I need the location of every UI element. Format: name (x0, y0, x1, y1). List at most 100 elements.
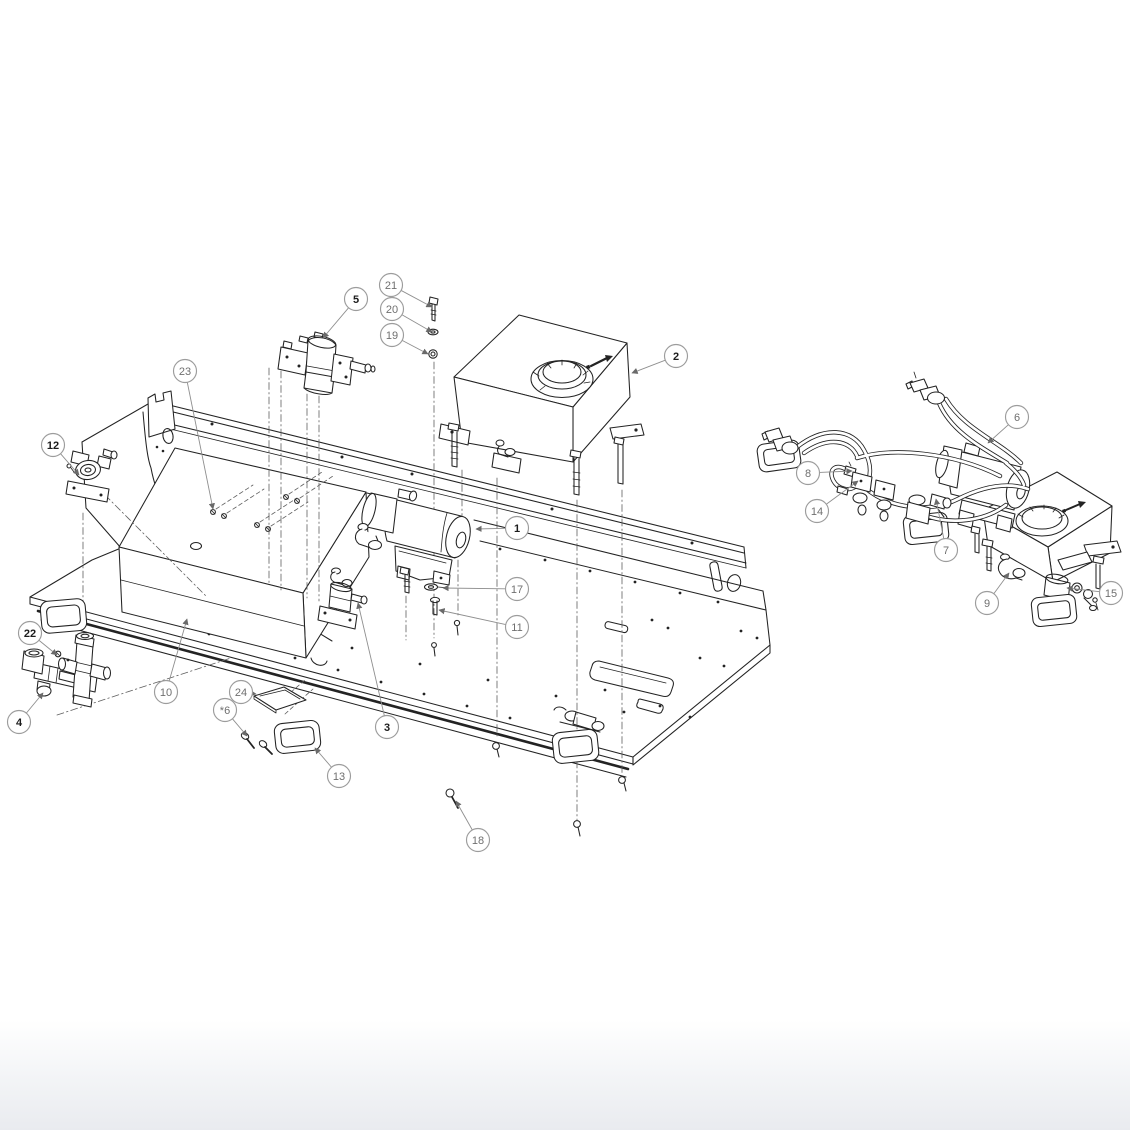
leader-line (438, 608, 506, 625)
callout-6: 6 (987, 404, 1030, 444)
balloon-number: 15 (1105, 588, 1117, 600)
callout-2: 2 (631, 343, 689, 374)
reservoir-tank (438, 314, 645, 496)
leader-line (356, 602, 385, 716)
harness-assembly (756, 371, 1122, 628)
balloon-circle (504, 576, 530, 602)
balloon-circle (1004, 404, 1030, 430)
pump-fasteners (399, 566, 461, 657)
deck (29, 547, 771, 778)
leader-line (314, 747, 332, 768)
leader-line (987, 424, 1009, 444)
callout-17: 17 (442, 576, 530, 602)
callout-3: 3 (356, 602, 400, 740)
leader-line (401, 339, 429, 355)
balloon-circle (17, 620, 43, 646)
callout-13: 13 (314, 747, 352, 789)
connector-left (761, 427, 799, 455)
washer-20 (427, 328, 439, 336)
tank-mounting (438, 422, 645, 496)
balloon-number: 12 (47, 440, 59, 452)
callout-1: 1 (475, 515, 530, 541)
cap-decal-arrow (586, 355, 613, 370)
balloon-number: 3 (384, 722, 390, 734)
balloon-circle (228, 679, 254, 705)
balloon-number: 19 (386, 330, 398, 342)
leader-line (38, 639, 58, 656)
balloon-number: 10 (160, 687, 172, 699)
balloon-number: 20 (386, 304, 398, 316)
callout-18: 18 (455, 800, 491, 853)
pad-left (39, 598, 88, 634)
callout-21: 21 (378, 272, 433, 308)
balloon-circle (379, 296, 405, 322)
balloon-circle (153, 679, 179, 705)
balloon-circle (374, 714, 400, 740)
balloon-number: 22 (24, 628, 36, 640)
deck-holes (121, 608, 759, 720)
balloon-circle (504, 515, 530, 541)
balloon-number: 4 (16, 717, 23, 729)
bolt-11 (429, 596, 441, 604)
leader-line (186, 382, 215, 510)
callout-5: 5 (322, 286, 369, 339)
leader-line (826, 480, 859, 505)
harness-manifold (836, 461, 896, 522)
callout-8: 8 (795, 460, 853, 486)
balloon-number: 2 (673, 351, 679, 363)
callout-11: 11 (438, 608, 530, 640)
balloon-number: 24 (235, 687, 247, 699)
top-rail (147, 390, 747, 569)
balloon-number: 11 (511, 622, 522, 634)
leader-line (442, 584, 506, 592)
leader-line (993, 572, 1010, 594)
pump-assembly (354, 488, 471, 657)
balloon-number: 1 (514, 523, 520, 535)
leader-line (455, 800, 473, 831)
leader-line (933, 498, 945, 539)
leader-line (631, 359, 666, 374)
bolt-21 (428, 296, 439, 306)
balloon-circle (6, 709, 32, 735)
balloon-circle (378, 272, 404, 298)
callout-14: 14 (804, 480, 859, 524)
leader-line (819, 468, 853, 475)
solenoid-valve-top (277, 331, 376, 395)
deck-corner-fitting (553, 706, 605, 733)
leader-line (1066, 585, 1100, 593)
pad-13 (273, 719, 322, 754)
leader-line (25, 692, 44, 714)
callout-4: 4 (6, 692, 44, 735)
callout-9: 9 (974, 572, 1010, 616)
leader-line (232, 718, 248, 737)
balloon-number: 6 (1014, 412, 1020, 424)
balloon-number: 17 (511, 584, 523, 596)
balloon-circle (326, 763, 352, 789)
filler-cap (530, 359, 594, 399)
angle-rail (36, 609, 630, 771)
balloon-number: 14 (811, 506, 823, 518)
balloon-circle (804, 498, 830, 524)
callout-23: 23 (172, 358, 215, 510)
leader-line (168, 618, 189, 682)
balloon-number: 21 (385, 280, 397, 292)
machine-artwork (21, 296, 1122, 837)
callout-10: 10 (153, 618, 189, 705)
callout-15: 15 (1066, 580, 1124, 606)
balloon-number: 23 (179, 366, 191, 378)
callout-19: 19 (379, 322, 429, 355)
balloon-number: 18 (472, 835, 484, 847)
mount-pads (39, 598, 600, 764)
pump-elbow (354, 522, 383, 551)
balloon-circle (343, 286, 369, 312)
balloon-circle (172, 358, 198, 384)
pad-corner (551, 728, 600, 764)
balloon-circle (465, 827, 491, 853)
callout-20: 20 (379, 296, 433, 333)
callout-star6: *6 (212, 697, 248, 737)
callout-7: 7 (933, 498, 959, 563)
balloon-circle (663, 343, 689, 369)
